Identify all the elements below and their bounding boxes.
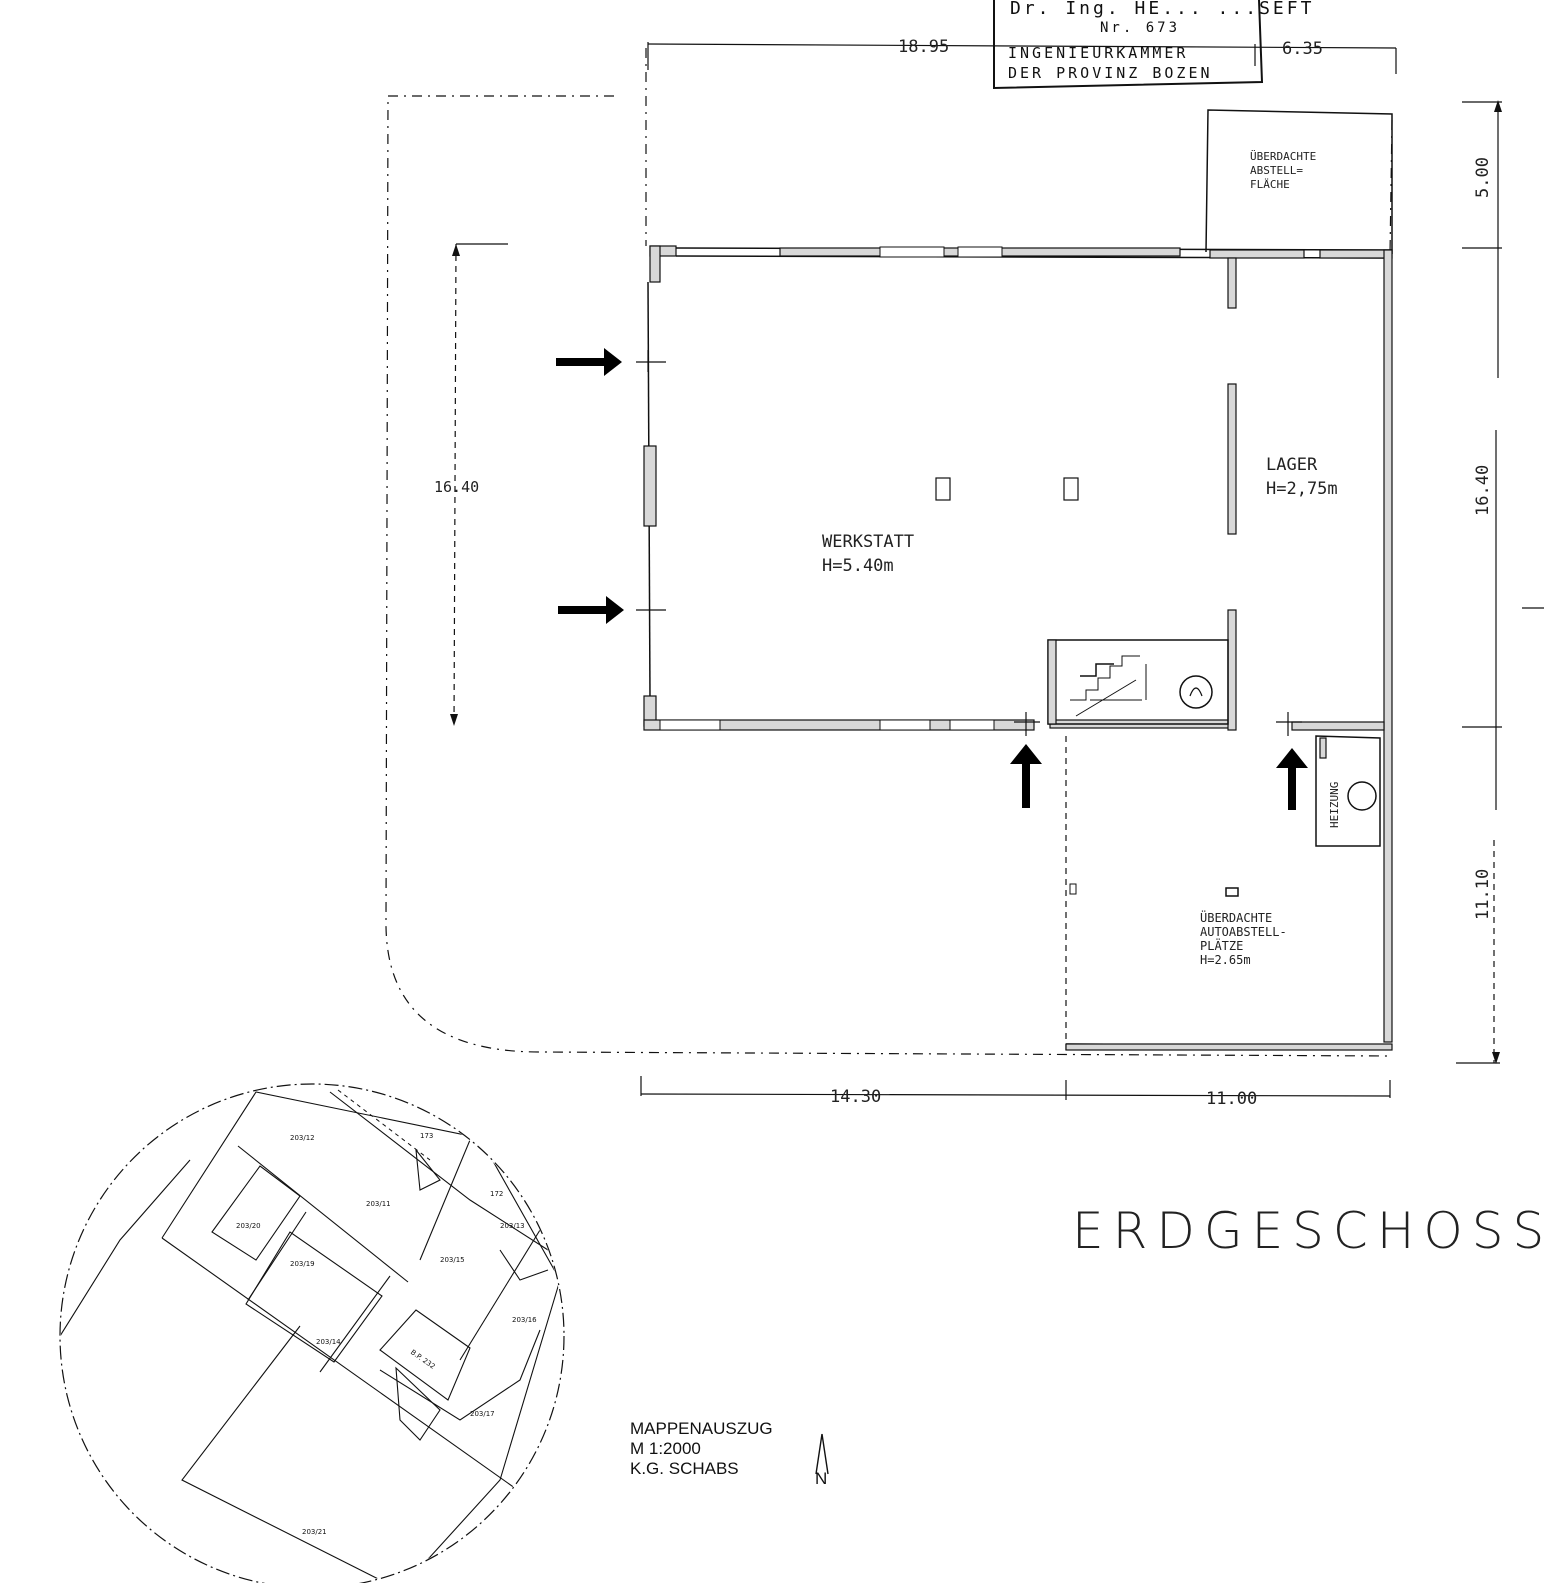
arrow-right-icon	[558, 596, 624, 624]
dim-top-left: 18.95	[898, 37, 949, 57]
building-walls	[643, 245, 1393, 1043]
parcel-203-16: 203/16	[512, 1316, 537, 1324]
north-arrow-icon	[815, 1433, 829, 1475]
heating-circle-icon	[1347, 781, 1377, 811]
workshop-height: H=5.40m	[822, 556, 894, 576]
parking-label-line4: H=2.65m	[1200, 953, 1251, 967]
parcel-203-11: 203/11	[366, 1200, 391, 1208]
stair-circle-icon	[1179, 675, 1213, 709]
dim-right-top: 5.00	[1473, 157, 1493, 198]
top-dimension: 18.95 6.35	[647, 37, 1397, 74]
workshop-label: WERKSTATT	[822, 532, 914, 552]
parking-label-line3: PLÄTZE	[1200, 938, 1243, 953]
parcel-203-12: 203/12	[290, 1134, 315, 1142]
arrow-up-icon	[1276, 748, 1308, 810]
plan-title: ERDGESCHOSS	[1072, 1202, 1544, 1260]
arrow-up-icon	[1010, 744, 1042, 808]
stamp-chamber-line2: DER PROVINZ BOZEN	[1008, 64, 1213, 82]
dim-right-mid: 16.40	[1473, 465, 1493, 516]
storage-label-line3: FLÄCHE	[1250, 178, 1290, 191]
parking-label-line1: ÜBERDACHTE	[1200, 909, 1272, 925]
covered-parking-area: ÜBERDACHTE AUTOABSTELL- PLÄTZE H=2.65m	[1065, 736, 1393, 1051]
stamp-chamber-line1: INGENIEURKAMMER	[1008, 44, 1188, 62]
parcel-203-17: 203/17	[470, 1410, 495, 1418]
site-boundary	[385, 95, 1391, 1057]
right-dimension: 5.00 16.40 11.10	[1456, 100, 1544, 1064]
heating-room: HEIZUNG	[1315, 735, 1381, 847]
map-legend-line1: MAPPENAUSZUG	[630, 1419, 773, 1438]
covered-storage-area: ÜBERDACHTE ABSTELL= FLÄCHE	[1205, 109, 1393, 254]
dim-top-right: 6.35	[1282, 39, 1323, 59]
staircase	[1047, 639, 1229, 725]
warehouse-label: LAGER	[1266, 455, 1318, 475]
parking-label-line2: AUTOABSTELL-	[1200, 925, 1287, 939]
storage-label-line1: ÜBERDACHTE	[1250, 150, 1316, 163]
dim-bottom-left: 14.30	[830, 1087, 881, 1107]
stamp-number: Nr. 673	[1100, 20, 1180, 36]
parcel-203-21: 203/21	[302, 1528, 327, 1536]
bottom-dimension: 14.30 11.00	[640, 1076, 1391, 1109]
warehouse-height: H=2,75m	[1266, 479, 1338, 499]
dim-right-bottom: 11.10	[1473, 869, 1493, 920]
stamp-name: Dr. Ing. HE... ...SEFT	[1010, 0, 1314, 19]
access-arrows	[556, 348, 1308, 810]
arrow-right-icon	[556, 348, 622, 376]
map-legend-municipality: K.G. SCHABS	[630, 1459, 739, 1478]
parcel-bp-232: B.P. 232	[409, 1348, 437, 1371]
cadastral-map: 203/12 173 203/11 172 203/20 203/13 203/…	[59, 1083, 565, 1583]
heating-label: HEIZUNG	[1328, 782, 1341, 828]
parcel-203-20: 203/20	[236, 1222, 261, 1230]
entrance-markers	[636, 350, 1302, 736]
parcel-203-19: 203/19	[290, 1260, 315, 1268]
map-legend: MAPPENAUSZUG M 1:2000 K.G. SCHABS N	[630, 1419, 829, 1488]
parcel-203-15: 203/15	[440, 1256, 465, 1264]
left-dimension: 16.40	[434, 243, 508, 727]
parcel-203-13: 203/13	[500, 1222, 525, 1230]
dim-bottom-right: 11.00	[1206, 1089, 1257, 1109]
engineer-stamp: Dr. Ing. HE... ...SEFT Nr. 673 INGENIEUR…	[993, 0, 1314, 90]
north-label: N	[815, 1469, 827, 1488]
dim-left: 16.40	[434, 478, 479, 496]
parcel-173: 173	[420, 1132, 433, 1140]
parcel-203-14: 203/14	[316, 1338, 341, 1346]
storage-label-line2: ABSTELL=	[1250, 164, 1303, 177]
map-legend-scale: M 1:2000	[630, 1439, 701, 1458]
parcel-172: 172	[490, 1190, 503, 1198]
